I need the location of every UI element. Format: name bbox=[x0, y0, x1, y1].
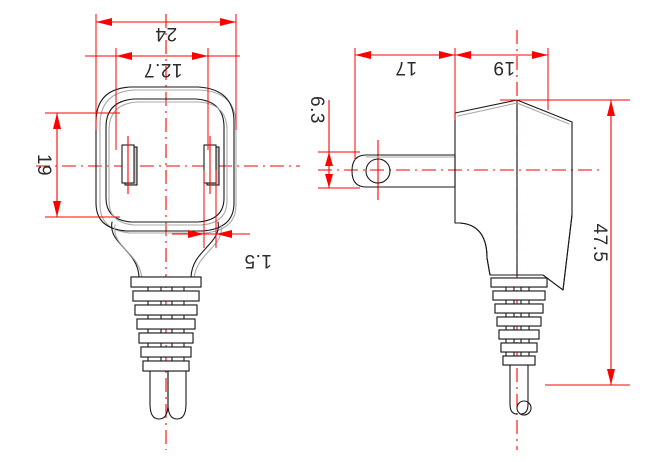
front-cord-wire-right bbox=[167, 370, 187, 420]
dim-24-arrow-left bbox=[96, 18, 112, 26]
strain-rib-2-outline bbox=[132, 290, 200, 302]
dim-6-3-label: 6.3 bbox=[306, 96, 327, 124]
dim-19-right-label: 19 bbox=[493, 57, 515, 78]
front-cord-wire-left bbox=[149, 370, 169, 420]
dim-6-3-arrow-top bbox=[325, 152, 333, 166]
dim-12-7-arrow-left bbox=[116, 52, 132, 60]
dim-47-5-arrow-top bbox=[607, 100, 615, 116]
dim-19-right-group: 19 bbox=[455, 48, 549, 110]
dim-12-7-label: 12.7 bbox=[144, 59, 183, 80]
dim-1-5-arrow-right bbox=[216, 230, 232, 238]
dim-47-5-label: 47.5 bbox=[589, 224, 610, 263]
front-neck-right-curve bbox=[190, 221, 219, 278]
front-neck-left-shadow bbox=[114, 224, 143, 281]
side-ground-pin bbox=[351, 154, 456, 188]
dim-19-left-arrow-top bbox=[53, 113, 61, 129]
front-view-group bbox=[36, 14, 300, 450]
side-strain-rib-6-outline bbox=[500, 342, 538, 353]
strain-rib-1-outline bbox=[130, 276, 202, 288]
front-neck-right-shadow bbox=[193, 224, 222, 281]
strain-rib-3-outline bbox=[134, 304, 198, 316]
side-strain-rib-3-outline bbox=[494, 303, 544, 314]
side-strain-rib-4-outline bbox=[496, 316, 542, 327]
side-strain-relief bbox=[490, 277, 548, 366]
dim-17-arrow-left bbox=[355, 51, 371, 59]
strain-rib-6-outline bbox=[140, 346, 192, 358]
dim-17-group: 17 bbox=[354, 48, 456, 160]
side-strain-rib-1-outline bbox=[490, 277, 548, 288]
side-body-top-shadow bbox=[457, 102, 570, 125]
front-body-inner-shadow bbox=[108, 101, 228, 226]
side-strain-rib-5-outline bbox=[498, 329, 540, 340]
side-cord-left bbox=[509, 364, 518, 415]
dim-17-label: 17 bbox=[395, 57, 417, 78]
dim-6-3-arrow-bottom bbox=[325, 174, 333, 188]
dim-17-arrow-right bbox=[439, 51, 455, 59]
dim-19-right-arrow-left bbox=[455, 51, 471, 59]
dim-19-left-arrow-bottom bbox=[53, 201, 61, 217]
front-body-inner-outline bbox=[105, 98, 225, 223]
side-cord-wire-end bbox=[516, 400, 532, 416]
strain-rib-7-outline bbox=[142, 360, 190, 372]
strain-rib-4-outline bbox=[136, 318, 196, 330]
dim-19-left-label: 19 bbox=[33, 154, 54, 176]
front-strain-relief bbox=[130, 276, 202, 372]
dim-12-7-group: 12.7 bbox=[85, 48, 240, 150]
dim-12-7-arrow-right bbox=[192, 52, 208, 60]
side-cord-right bbox=[520, 364, 529, 415]
side-body-fillet bbox=[454, 222, 491, 276]
dim-19-right-arrow-right bbox=[532, 51, 548, 59]
dim-1-5-arrow-left bbox=[188, 230, 204, 238]
dim-24-arrow-right bbox=[220, 18, 236, 26]
strain-rib-5-outline bbox=[138, 332, 194, 344]
dim-24-label: 24 bbox=[155, 23, 177, 44]
side-body-right-taper bbox=[562, 214, 573, 291]
dim-19-left-group: 19 bbox=[33, 112, 120, 218]
side-body-outline bbox=[454, 99, 573, 291]
dim-1-5-label: 1.5 bbox=[244, 250, 272, 271]
front-body-outer-outline bbox=[95, 86, 235, 232]
side-ground-pin-hole bbox=[365, 158, 391, 184]
dim-6-3-group: 6.3 bbox=[306, 96, 360, 189]
side-strain-rib-2-outline bbox=[492, 290, 546, 301]
dim-24-group: 24 bbox=[95, 14, 237, 130]
side-view-group bbox=[318, 30, 600, 450]
dim-1-5-group: 1.5 bbox=[172, 170, 272, 271]
dim-47-5-arrow-bottom bbox=[607, 369, 615, 385]
side-strain-rib-7-outline bbox=[502, 355, 536, 366]
dim-47-5-group: 47.5 bbox=[500, 99, 630, 386]
